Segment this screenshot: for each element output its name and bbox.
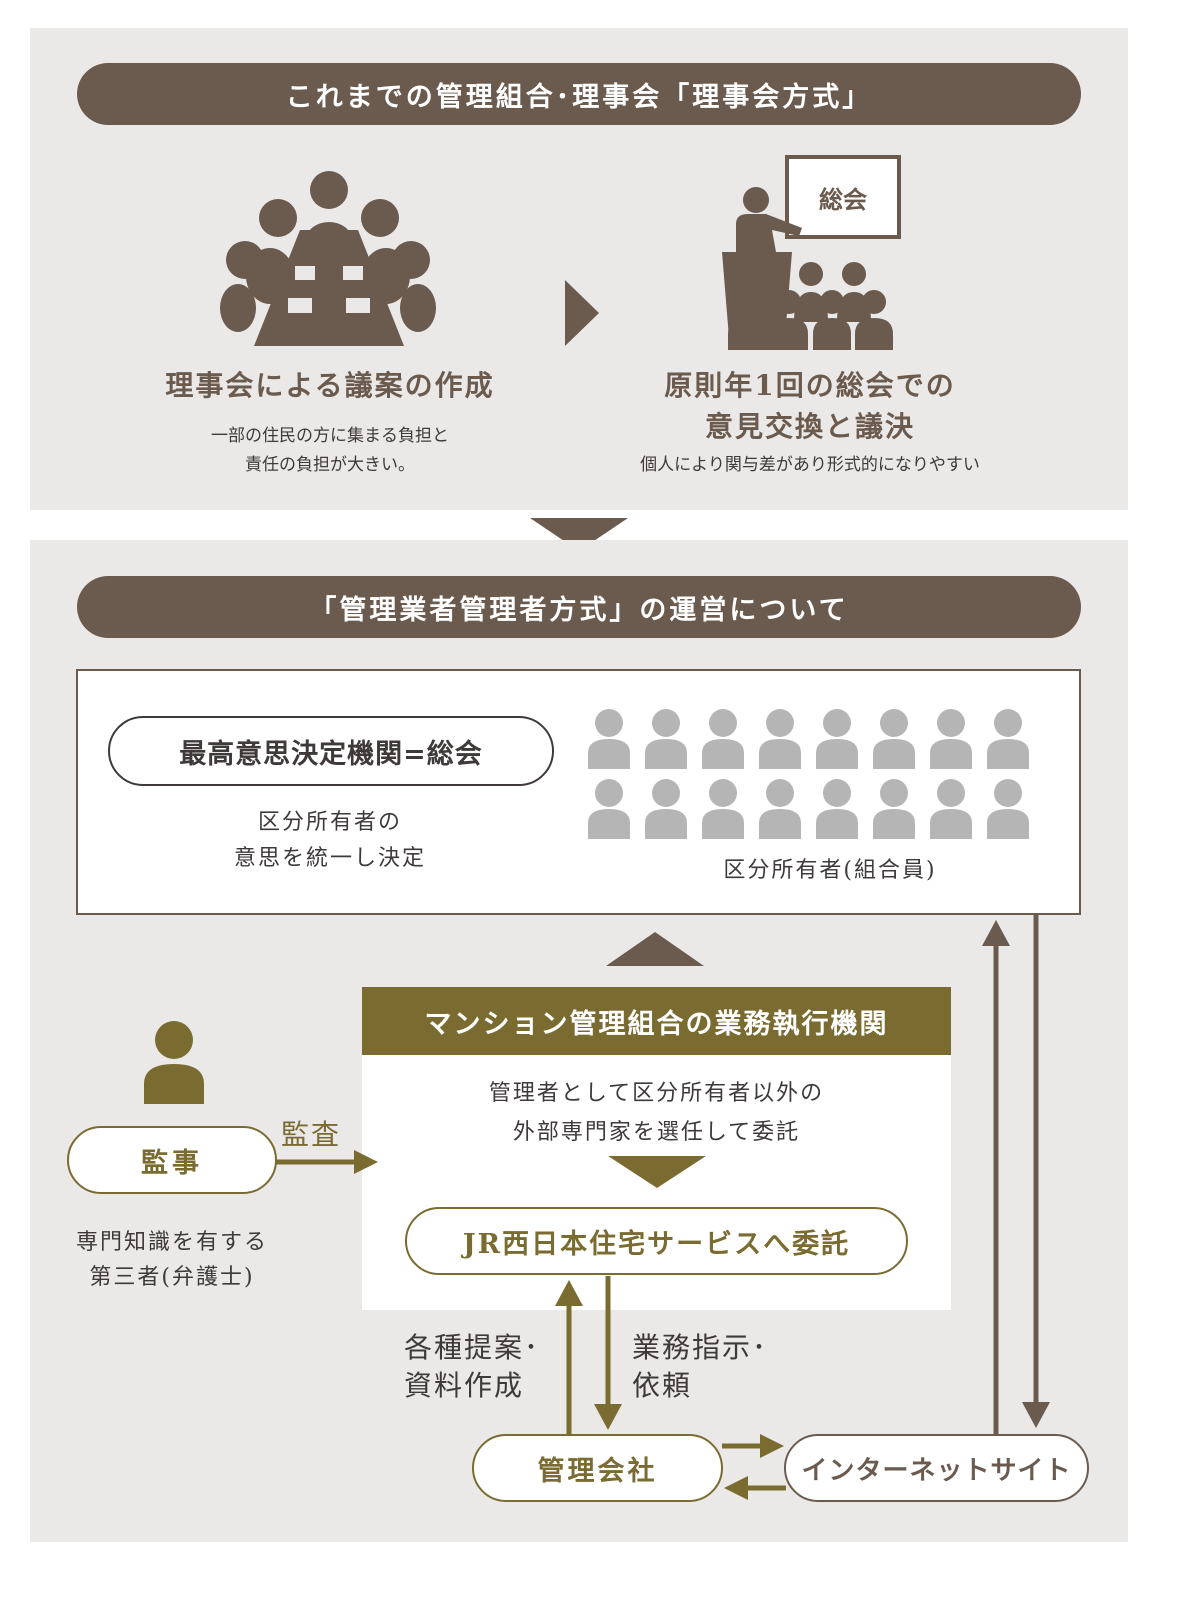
old-right-desc: 個人により関与差があり形式的になりやすい — [640, 455, 980, 475]
owner-person-icon — [987, 779, 1029, 839]
old-system-header: これまでの管理組合･理事会「理事会方式」 — [77, 63, 1081, 125]
owners-label: 区分所有者(組合員) — [723, 858, 937, 883]
auditor-pill: 監事 — [67, 1126, 277, 1194]
owner-person-icon — [930, 779, 972, 839]
owner-person-icon — [702, 709, 744, 769]
owner-person-icon — [645, 779, 687, 839]
assembly-desc-1: 区分所有者の — [257, 810, 402, 835]
old-left-desc-2: 責任の負担が大きい。 — [245, 455, 415, 475]
board-label: 総会 — [819, 186, 867, 214]
owner-person-icon — [816, 709, 858, 769]
owner-person-icon — [759, 709, 801, 769]
audit-arrow-icon — [276, 1150, 378, 1174]
internet-to-company-arrow-icon — [724, 1476, 786, 1500]
owner-person-icon — [873, 779, 915, 839]
owner-person-icon — [816, 779, 858, 839]
old-left-desc-1: 一部の住民の方に集まる負担と — [211, 426, 449, 446]
instruction-label-1: 業務指示･ — [632, 1331, 769, 1364]
internet-up-arrow-icon — [982, 920, 1010, 1434]
auditor-person-icon — [144, 1021, 204, 1104]
owner-person-icon — [645, 709, 687, 769]
owner-person-icon — [759, 779, 801, 839]
instruction-down-arrow-icon — [594, 1276, 622, 1430]
old-left-title: 理事会による議案の作成 — [165, 369, 495, 402]
general-assembly-icon: 総会 — [722, 155, 901, 350]
execution-title: マンション管理組合の業務執行機関 — [362, 987, 951, 1055]
assembly-down-arrow-icon — [1022, 914, 1050, 1428]
instruction-label-2: 依頼 — [632, 1369, 693, 1402]
company-to-internet-arrow-icon — [722, 1434, 784, 1458]
right-arrow-icon — [565, 280, 599, 346]
proposal-up-arrow-icon — [555, 1280, 583, 1436]
company-pill: 管理会社 — [472, 1434, 723, 1502]
assembly-desc-2: 意思を統一し決定 — [233, 846, 426, 871]
assembly-pill: 最高意思決定機関=総会 — [108, 716, 554, 786]
down-arrow-icon — [530, 518, 628, 551]
assembly-box — [76, 669, 1081, 915]
audit-arrow-label: 監査 — [281, 1118, 342, 1151]
old-right-title-1: 原則年1回の総会での — [664, 369, 956, 402]
owner-person-icon — [588, 709, 630, 769]
auditor-desc-2: 第三者(弁護士) — [89, 1265, 255, 1290]
execution-desc-2: 外部専門家を選任して委託 — [512, 1120, 801, 1145]
owner-icons-grid — [588, 709, 1029, 839]
internet-site-pill: インターネットサイト — [784, 1434, 1089, 1502]
proposal-label-2: 資料作成 — [404, 1369, 525, 1402]
delegate-pill: JR西日本住宅サービスへ委託 — [405, 1207, 908, 1275]
owner-person-icon — [873, 709, 915, 769]
up-arrow-icon — [606, 932, 704, 966]
execution-desc-1: 管理者として区分所有者以外の — [488, 1081, 825, 1106]
old-right-title-2: 意見交換と議決 — [704, 410, 915, 443]
owner-person-icon — [930, 709, 972, 769]
owner-person-icon — [702, 779, 744, 839]
proposal-label-1: 各種提案･ — [404, 1331, 541, 1364]
delegate-down-arrow-icon — [608, 1156, 706, 1188]
owner-person-icon — [588, 779, 630, 839]
new-system-header: 「管理業者管理者方式」の運営について — [77, 576, 1081, 638]
meeting-table-icon — [220, 171, 436, 346]
owner-person-icon — [987, 709, 1029, 769]
auditor-desc-1: 専門知識を有する — [75, 1230, 268, 1255]
